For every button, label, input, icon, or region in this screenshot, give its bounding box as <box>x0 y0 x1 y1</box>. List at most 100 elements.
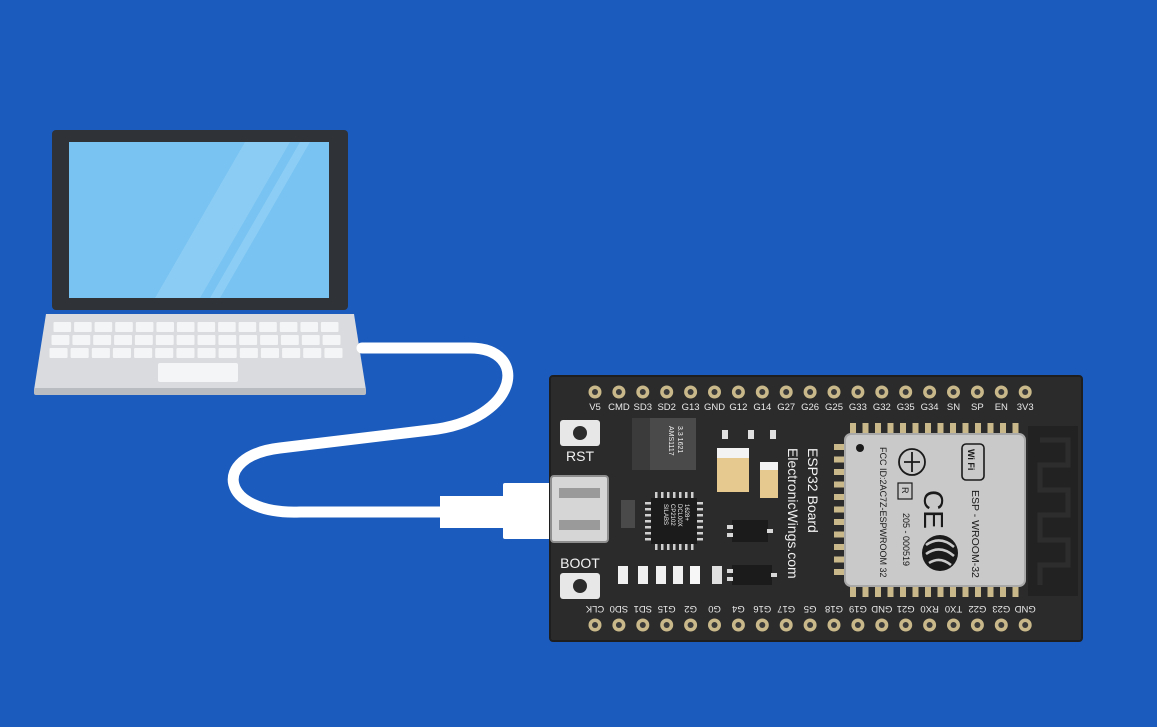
regulator-text-1: AMS1117 <box>667 426 674 456</box>
usb-uart-pins <box>645 492 703 550</box>
header-pin-hole <box>998 389 1005 395</box>
header-pin-hole <box>878 622 885 628</box>
module-pad <box>834 506 845 513</box>
chip-pin <box>645 514 651 517</box>
module-pad <box>834 469 845 475</box>
keyboard-key <box>260 348 279 358</box>
keyboard-key <box>51 335 70 345</box>
header-pin-hole <box>783 622 790 628</box>
keyboard-key <box>53 322 72 332</box>
keyboard-key <box>239 348 258 358</box>
laptop-keyboard <box>49 322 343 358</box>
header-pin-hole <box>902 622 909 628</box>
chip-pin <box>645 538 651 541</box>
header-pin-hole <box>615 389 622 395</box>
wifi-mark: Wi Fi <box>966 449 976 470</box>
laptop-base-edge <box>34 388 366 395</box>
header-pin-hole <box>663 622 670 628</box>
keyboard-key <box>218 348 237 358</box>
top-pin-label: SN <box>947 402 960 413</box>
bottom-pin-label: G0 <box>708 603 721 614</box>
regulator <box>650 418 696 470</box>
led <box>690 566 700 584</box>
header-pin-hole <box>783 389 790 395</box>
module-pad <box>962 423 969 434</box>
top-pin-label: G33 <box>849 402 867 413</box>
board-url: ElectronicWings.com <box>785 448 801 579</box>
bottom-pin-label: CLK <box>585 603 604 614</box>
keyboard-key <box>134 335 153 345</box>
header-pin-hole <box>759 622 766 628</box>
smd-pad <box>748 430 754 439</box>
keyboard-key <box>260 335 278 345</box>
bottom-pin-label: G18 <box>825 603 843 614</box>
bottom-pin-label: RX0 <box>920 603 938 614</box>
chip-pin <box>645 508 651 511</box>
header-pin-hole <box>831 622 837 628</box>
bottom-pin-label: G23 <box>992 603 1010 614</box>
keyboard-key <box>70 348 89 358</box>
keyboard-key <box>303 348 322 358</box>
top-pin-label: CMD <box>608 402 630 413</box>
transistor <box>732 520 768 542</box>
transistor-lead <box>767 529 773 533</box>
keyboard-key <box>301 335 320 345</box>
module-pad <box>912 586 919 597</box>
chip-pin <box>697 508 703 511</box>
keyboard-key <box>282 348 301 358</box>
capacitor-large-band <box>717 448 749 458</box>
top-pin-label: G27 <box>777 402 795 413</box>
transistor-lead <box>727 525 733 529</box>
module-pad <box>987 423 994 434</box>
module-pad <box>925 423 931 434</box>
header-pin-hole <box>1022 389 1029 395</box>
header-pin-hole <box>950 622 957 628</box>
module-pad <box>850 586 856 597</box>
keyboard-key <box>112 348 131 358</box>
module-pad <box>1000 423 1006 434</box>
header-pin-hole <box>759 389 766 395</box>
bottom-pin-label: G15 <box>658 603 676 614</box>
top-pin-label: 3V3 <box>1017 402 1034 413</box>
logo-arc <box>928 558 952 566</box>
chip-pin <box>685 492 688 498</box>
bottom-pin-label: G16 <box>753 603 771 614</box>
chip-pin <box>697 526 703 529</box>
header-pin-hole <box>639 622 646 628</box>
bottom-pin-label: GND <box>871 603 892 614</box>
bottom-pin-label: SD1 <box>634 603 652 614</box>
laptop-trackpad <box>158 363 238 382</box>
laptop-icon <box>34 130 366 395</box>
module-pad <box>937 586 944 597</box>
diode <box>621 500 635 528</box>
header-pin-hole <box>950 389 957 395</box>
module-pad <box>862 586 869 597</box>
module-pad <box>1000 586 1006 597</box>
bottom-pin-label: G21 <box>897 603 915 614</box>
bottom-pin-label: G22 <box>968 603 986 614</box>
module-pad <box>950 586 956 597</box>
keyboard-key <box>72 335 91 345</box>
keyboard-key <box>322 335 341 345</box>
header-pin-hole <box>854 389 861 395</box>
header-pin-hole <box>974 622 981 628</box>
fcc-symbol <box>898 448 926 476</box>
top-pin-label: G35 <box>897 402 915 413</box>
keyboard-key <box>324 348 343 358</box>
r-mark-box <box>897 482 913 500</box>
header-pin-hole <box>902 389 909 395</box>
chip-text-2: CP2102 <box>669 504 675 526</box>
logo-arc <box>925 548 955 557</box>
top-pin-label: G26 <box>801 402 819 413</box>
module-pad <box>925 586 931 597</box>
module-pad <box>834 544 845 550</box>
module-pad <box>887 586 894 597</box>
resistor <box>618 566 628 584</box>
keyboard-key <box>218 322 236 332</box>
capacitor-small-band <box>760 462 778 470</box>
smd-pad <box>770 430 776 439</box>
header-pin-hole <box>735 622 742 628</box>
boot-button-cap <box>573 579 587 593</box>
usb-plug <box>503 483 553 539</box>
